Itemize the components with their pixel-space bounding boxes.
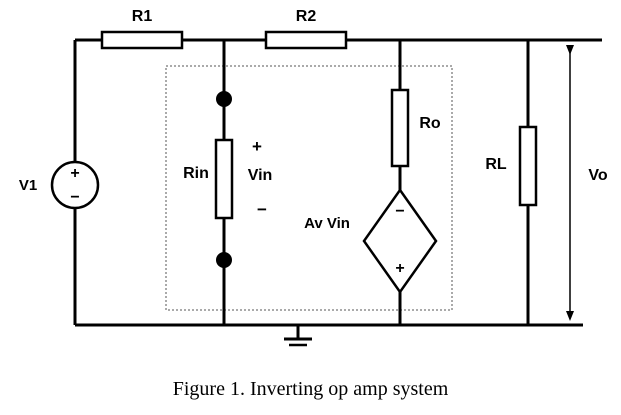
resistor-rl xyxy=(518,125,538,207)
vin-minus-sign: − xyxy=(257,200,267,219)
resistor-rin xyxy=(214,138,234,220)
voltage-source-v1: + − xyxy=(50,160,100,210)
source-plus-sign: + xyxy=(70,165,79,182)
dependent-source-av-vin: − + xyxy=(362,187,438,295)
label-vin: Vin xyxy=(248,167,273,184)
circuit-diagram: R1 R2 + − V1 Rin + Vin − Ro − + Av Vin R… xyxy=(19,8,608,347)
resistor-r2 xyxy=(264,30,348,50)
source-minus-sign: − xyxy=(70,189,79,206)
ground-icon xyxy=(284,325,312,347)
label-r1: R1 xyxy=(132,8,153,25)
label-v1: V1 xyxy=(19,177,37,194)
vin-terminal-top xyxy=(216,91,232,107)
label-av-vin: Av Vin xyxy=(304,215,350,232)
vin-plus-sign: + xyxy=(252,137,262,156)
opamp-boundary xyxy=(165,65,453,311)
resistor-ro xyxy=(390,88,410,168)
label-rin: Rin xyxy=(183,165,209,182)
label-r2: R2 xyxy=(296,8,317,25)
resistor-r1 xyxy=(100,30,184,50)
wires xyxy=(73,38,602,327)
label-rl: RL xyxy=(485,156,507,173)
dep-source-plus-sign: + xyxy=(395,260,404,277)
label-ro: Ro xyxy=(419,115,441,132)
label-vo: Vo xyxy=(588,167,607,184)
dep-source-minus-sign: − xyxy=(395,203,404,220)
figure-caption: Figure 1. Inverting op amp system xyxy=(172,378,449,400)
vin-terminal-bottom xyxy=(216,252,232,268)
